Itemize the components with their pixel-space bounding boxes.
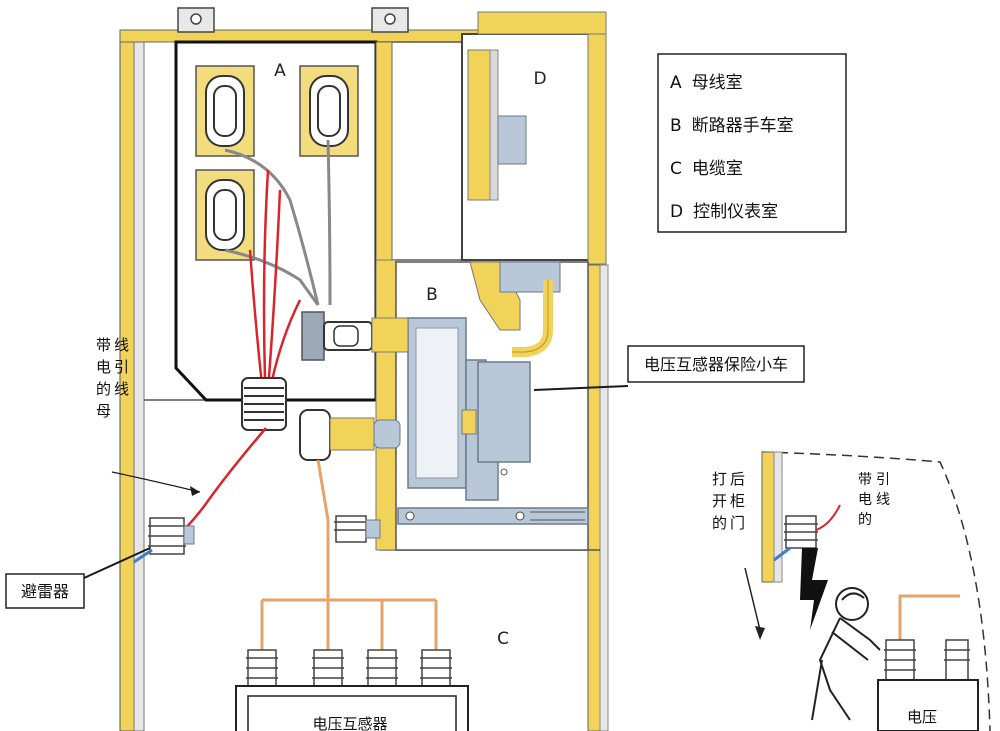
instrument-compartment [375, 11, 607, 265]
label-compartment-a: A [274, 61, 286, 81]
busbar-bushing-1 [195, 65, 255, 157]
lifting-eye-right [371, 7, 409, 33]
insulator-2 [312, 649, 344, 687]
live-lead-label: 带电的引线 [858, 472, 890, 528]
vt-cart-callout: 电压互感器保险小车 [533, 345, 805, 391]
rear-door-inset: 电压 [744, 451, 991, 731]
vt-box-small-label: 电压 [907, 708, 937, 726]
busbar-bushing-3 [195, 169, 255, 261]
arrester-callout: 避雷器 [5, 547, 151, 609]
live-bus-lead-callout: 带电的母线引线 [96, 336, 201, 496]
upper-contact-bushing [301, 311, 409, 361]
breaker-compartment [375, 259, 589, 551]
live-bus-lead-label: 带电的母线引线 [96, 336, 129, 420]
surge-arrester [133, 517, 195, 564]
cable-compartment [235, 459, 469, 731]
open-rear-door-label: 打开的后柜门 [712, 470, 745, 532]
insulator-3 [366, 649, 398, 687]
insulator-4 [420, 649, 452, 687]
live-bus-lead-wire [177, 427, 267, 536]
busbar-compartment [174, 40, 378, 402]
vt-box-label: 电压互感器 [312, 715, 387, 731]
insulator-1 [246, 649, 278, 687]
current-transformer [241, 377, 287, 431]
vt-cart-label: 电压互感器保险小车 [644, 355, 788, 374]
label-compartment-c: C [497, 629, 509, 649]
arrester-label: 避雷器 [21, 582, 69, 601]
label-compartment-b: B [426, 285, 438, 305]
svg-text:带电的引线: 带电的引线 [858, 472, 890, 528]
lower-contact-bushing [299, 409, 401, 461]
label-compartment-d: D [533, 69, 546, 89]
lifting-eye-left [177, 7, 215, 33]
svg-text:打开的后柜门: 打开的后柜门 [712, 470, 745, 532]
